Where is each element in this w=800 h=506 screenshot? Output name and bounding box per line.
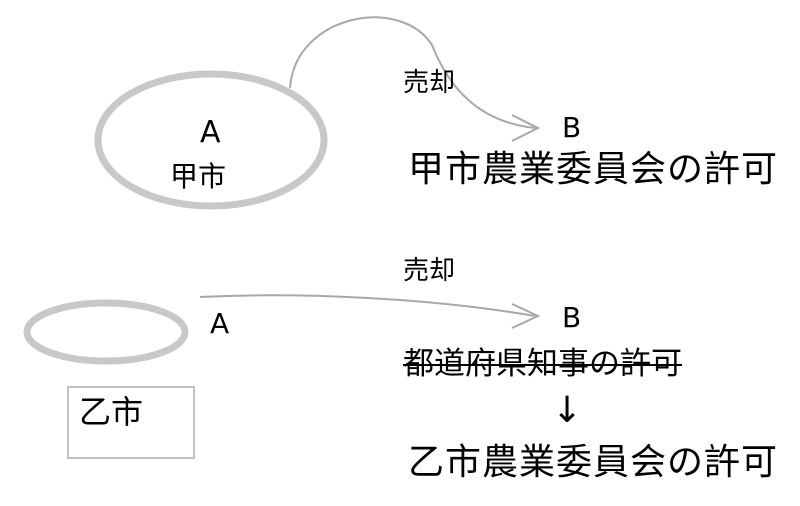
top-node-a-city-label: 甲市: [170, 160, 227, 193]
top-sale-arrow-line: [289, 16, 536, 129]
bottom-city-ellipse: [23, 299, 189, 365]
top-permission-text: 甲市農業委員会の許可: [408, 149, 779, 190]
top-sale-arrowhead: [511, 114, 541, 142]
bottom-sale-arrowhead: [511, 303, 541, 329]
top-node-b-letter: B: [562, 111, 582, 144]
bottom-city-box: [67, 386, 195, 459]
top-sale-label: 売却: [403, 68, 456, 98]
bottom-new-permission-text: 乙市農業委員会の許可: [408, 442, 779, 483]
down-arrow: ↓: [552, 390, 583, 431]
bottom-sale-arrow-line: [199, 294, 536, 317]
bottom-node-b-letter: B: [562, 301, 582, 334]
struck-old-permission-text: 都道府県知事の許可: [403, 346, 682, 382]
bottom-node-a-letter: A: [210, 307, 230, 340]
top-city-ellipse: [94, 70, 328, 210]
top-node-a-letter: A: [200, 115, 221, 150]
bottom-sale-label: 売却: [403, 256, 456, 286]
bottom-city-box-label: 乙市: [79, 393, 144, 431]
